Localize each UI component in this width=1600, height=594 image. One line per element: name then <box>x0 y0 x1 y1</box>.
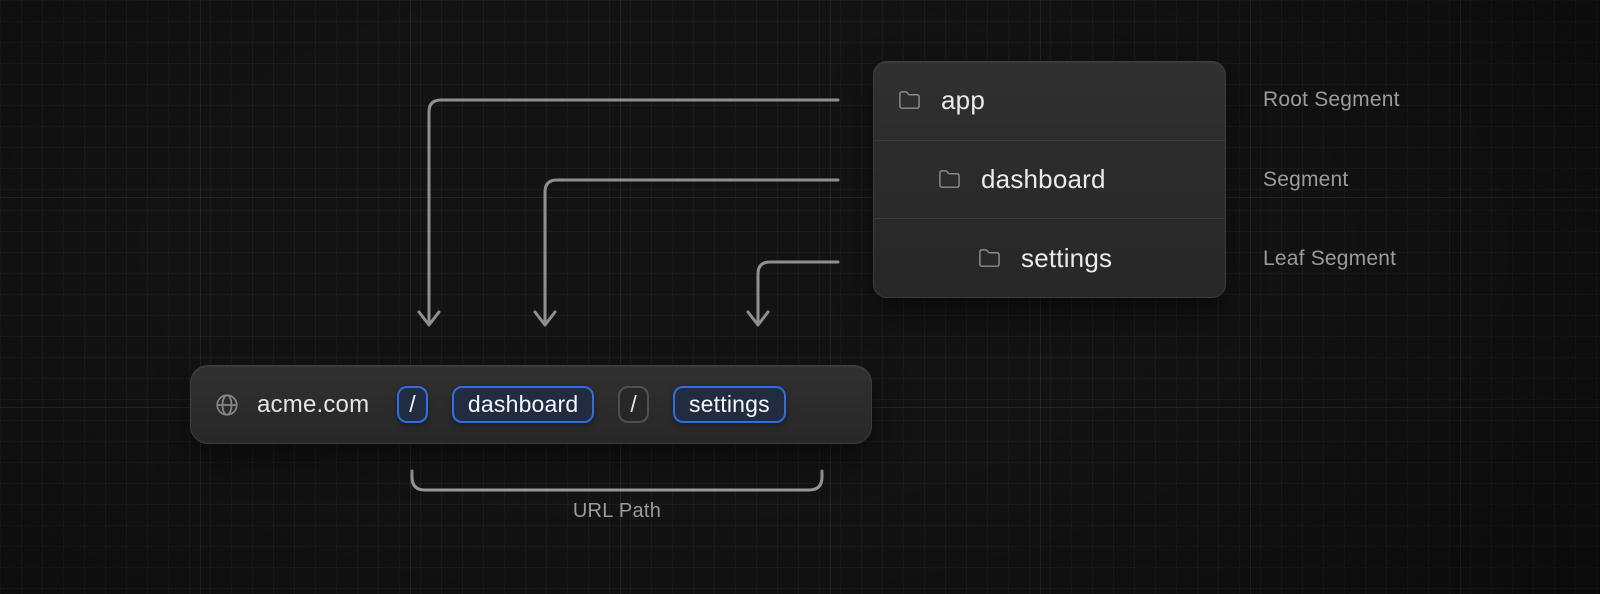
tree-row-dashboard: dashboard <box>874 139 1225 219</box>
arrowhead-segment-icon <box>533 310 557 327</box>
tree-label-dashboard: dashboard <box>981 164 1106 194</box>
arrowhead-leaf-icon <box>746 310 770 327</box>
arrow-settings-to-leaf <box>756 260 840 324</box>
annotation-segment: Segment <box>1263 168 1349 191</box>
url-domain: acme.com <box>257 390 370 418</box>
arrow-app-to-root <box>427 98 840 324</box>
annotation-leaf-segment: Leaf Segment <box>1263 247 1397 270</box>
browser-url-bar: acme.com / dashboard / settings <box>190 365 872 444</box>
url-segment-chip-dashboard: dashboard <box>451 386 595 423</box>
globe-icon <box>216 393 238 416</box>
tree-label-settings: settings <box>1021 242 1113 273</box>
folder-icon <box>939 170 960 188</box>
url-path-caption: URL Path <box>572 500 662 522</box>
folder-icon <box>979 248 1000 267</box>
url-separator-chip: / <box>618 386 649 423</box>
route-segments-panel: app dashboard settings <box>873 61 1226 298</box>
tree-label-app: app <box>941 85 985 116</box>
arrow-dashboard-to-segment <box>543 178 840 324</box>
url-segment-chip-root: / <box>397 386 428 423</box>
arrowhead-root-icon <box>417 310 441 327</box>
tree-row-settings: settings <box>874 218 1225 297</box>
tree-row-app: app <box>874 62 1225 140</box>
folder-icon <box>899 91 920 110</box>
annotation-root-segment: Root Segment <box>1263 88 1400 111</box>
url-path-bracket <box>410 469 824 492</box>
url-segment-chip-settings: settings <box>672 386 786 423</box>
